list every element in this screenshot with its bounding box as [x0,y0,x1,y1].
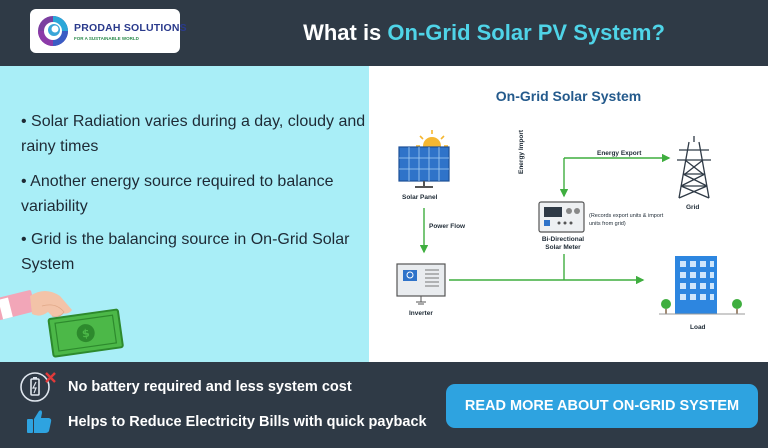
label-inverter: Inverter [409,310,433,317]
label-energy-import: Energy Import [518,129,525,174]
label-load: Load [690,324,706,331]
page-title: What is On-Grid Solar PV System? [200,20,768,46]
header: PRODAH SOLUTIONS FOR A SUSTAINABLE WORLD… [0,0,768,66]
read-more-button[interactable]: READ MORE ABOUT ON-GRID SYSTEM [446,384,758,428]
label-energy-export: Energy Export [597,150,642,157]
solar-panel-icon [398,146,450,188]
title-prefix: What is [303,20,388,45]
footer: No battery required and less system cost… [0,362,768,448]
label-solar-panel: Solar Panel [402,194,438,201]
thumbs-up-icon [27,410,52,433]
logo-swirl-icon [38,16,68,46]
explanation-panel: • Solar Radiation varies during a day, c… [0,66,369,362]
on-grid-diagram [396,130,745,315]
bi-directional-meter-icon [538,201,585,233]
label-grid: Grid [686,204,700,211]
brand-tagline: FOR A SUSTAINABLE WORLD [74,36,139,41]
label-power-flow: Power Flow [429,223,466,230]
feature-no-battery: No battery required and less system cost [68,379,352,395]
grid-tower-icon [677,136,711,199]
title-highlight: On-Grid Solar PV System? [387,20,665,45]
diagram-panel: On-Grid Solar System [369,66,768,362]
load-building-icon [659,256,745,315]
hand-with-money-icon: $ [0,290,124,358]
bullet-solar-radiation: • Solar Radiation varies during a day, c… [21,113,366,155]
bullet-grid-balancing: • Grid is the balancing source in On-Gri… [21,231,350,273]
label-meter-note: (Records export units & import units fro… [589,213,664,227]
svg-text:$: $ [81,327,90,341]
bullet-energy-source: • Another energy source required to bala… [21,173,334,215]
label-meter: Bi-Directional Solar Meter [541,236,585,251]
brand-logo[interactable]: PRODAH SOLUTIONS FOR A SUSTAINABLE WORLD [30,9,187,53]
inverter-icon [396,263,446,305]
feature-reduce-bills: Helps to Reduce Electricity Bills with q… [68,414,427,430]
brand-name: PRODAH SOLUTIONS [74,22,187,34]
diagram-title: On-Grid Solar System [495,88,642,104]
no-battery-icon [20,372,56,402]
